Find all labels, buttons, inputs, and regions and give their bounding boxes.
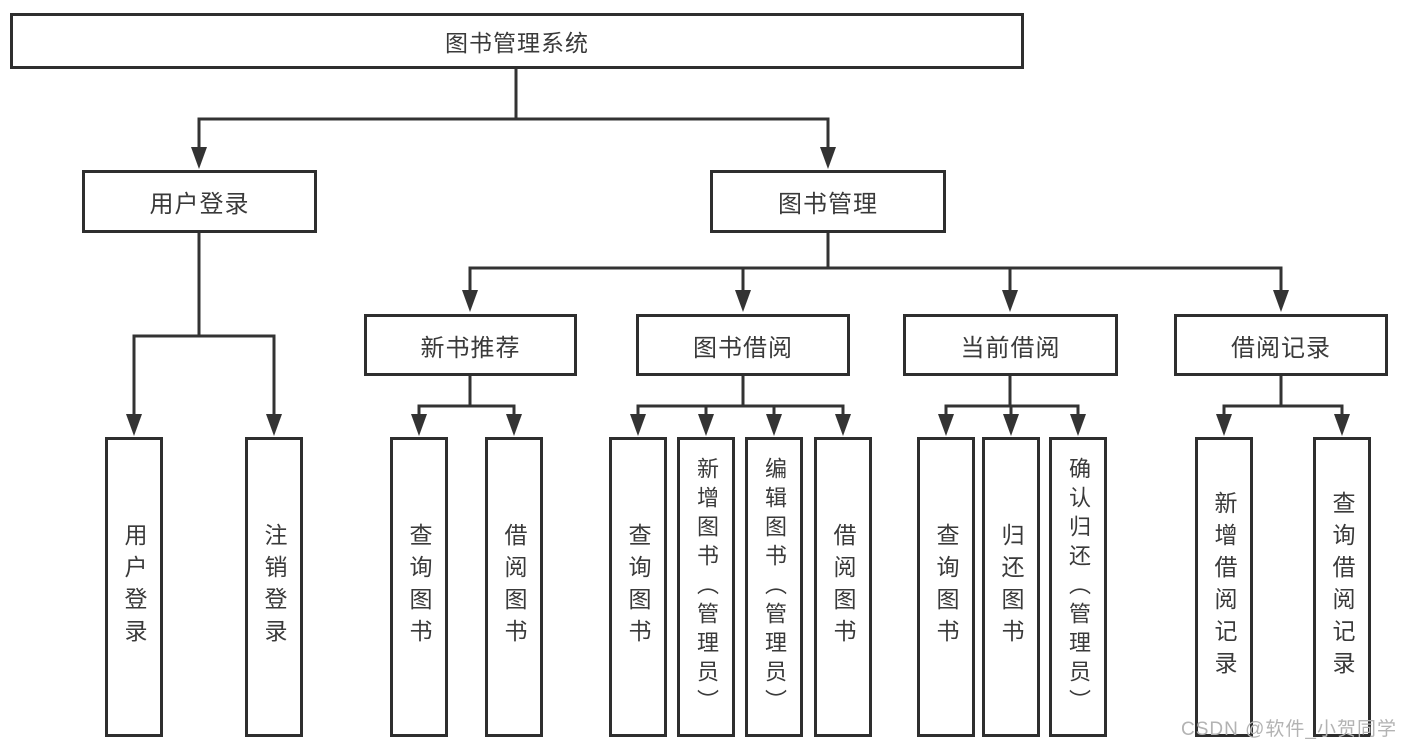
- node-book-management: 图书管理: [710, 170, 946, 233]
- arrowheads: [126, 147, 1350, 436]
- leaf-edit-book-admin: 编辑图书（管理员）: [745, 437, 803, 737]
- node-root-label: 图书管理系统: [445, 30, 589, 56]
- node-root: 图书管理系统: [10, 13, 1024, 69]
- leaf-label: 新增图书（管理员）: [694, 456, 719, 718]
- node-borrow-records-label: 借阅记录: [1231, 334, 1331, 362]
- leaf-query-borrow-record: 查询借阅记录: [1313, 437, 1371, 737]
- node-current-borrow-label: 当前借阅: [960, 334, 1061, 362]
- node-book-management-label: 图书管理: [778, 191, 878, 218]
- node-borrow-records: 借阅记录: [1174, 314, 1388, 376]
- leaf-return-book: 归还图书: [982, 437, 1040, 737]
- leaf-logout-login: 注销登录: [245, 437, 303, 737]
- leaf-borrow-books-recommend: 借阅图书: [485, 437, 543, 737]
- node-book-borrow-label: 图书借阅: [693, 334, 793, 362]
- leaf-label: 查询图书: [625, 523, 651, 651]
- leaf-borrow-books-borrow: 借阅图书: [814, 437, 872, 737]
- leaf-user-login: 用户登录: [105, 437, 163, 737]
- leaf-label: 确认归还（管理员）: [1066, 456, 1091, 718]
- leaf-label: 查询图书: [933, 523, 959, 651]
- node-user-login: 用户登录: [82, 170, 317, 233]
- leaf-query-books-borrow: 查询图书: [609, 437, 667, 737]
- leaf-label: 借阅图书: [501, 523, 527, 651]
- node-new-book-recommend: 新书推荐: [364, 314, 577, 376]
- leaf-label: 新增借阅记录: [1211, 491, 1237, 683]
- leaf-query-books-recommend: 查询图书: [390, 437, 448, 737]
- leaf-label: 用户登录: [121, 523, 147, 651]
- leaf-confirm-return-admin: 确认归还（管理员）: [1049, 437, 1107, 737]
- node-book-borrow: 图书借阅: [636, 314, 850, 376]
- leaf-label: 编辑图书（管理员）: [762, 456, 787, 718]
- leaf-add-book-admin: 新增图书（管理员）: [677, 437, 735, 737]
- leaf-label: 借阅图书: [830, 523, 856, 651]
- leaf-label: 注销登录: [261, 523, 287, 651]
- leaf-label: 查询图书: [406, 523, 432, 651]
- csdn-watermark: CSDN @软件_小贺同学: [1181, 719, 1397, 740]
- leaf-label: 归还图书: [998, 523, 1024, 651]
- leaf-label: 查询借阅记录: [1329, 491, 1355, 683]
- node-new-book-recommend-label: 新书推荐: [420, 334, 521, 362]
- node-current-borrow: 当前借阅: [903, 314, 1118, 376]
- leaf-add-borrow-record: 新增借阅记录: [1195, 437, 1253, 737]
- node-user-login-label: 用户登录: [149, 191, 250, 218]
- leaf-query-books-current: 查询图书: [917, 437, 975, 737]
